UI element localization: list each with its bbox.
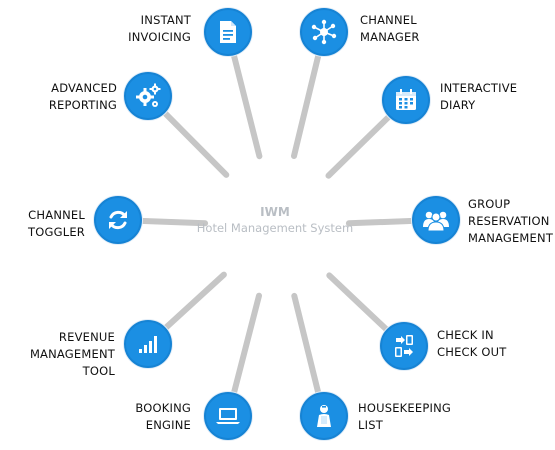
revenue-management-node xyxy=(124,320,172,368)
center-title: IWM xyxy=(260,205,290,219)
housekeeper-icon xyxy=(317,405,331,427)
center-subtitle: Hotel Management System xyxy=(196,221,354,235)
advanced-reporting-label: ADVANCED REPORTING xyxy=(48,81,117,112)
housekeeping-list-node xyxy=(300,392,348,440)
group-users-icon xyxy=(423,211,449,232)
calendar-icon xyxy=(396,89,416,110)
refresh-icon xyxy=(109,210,127,230)
check-in-out-node xyxy=(380,322,428,370)
booking-engine-label: BOOKING ENGINE xyxy=(135,401,191,432)
network-hub-icon xyxy=(311,19,337,45)
channel-manager-node xyxy=(300,8,348,56)
channel-manager-label: CHANNEL MANAGER xyxy=(360,13,420,44)
booking-engine-node xyxy=(204,392,252,440)
interactive-diary-label: INTERACTIVE DIARY xyxy=(440,81,518,112)
document-icon xyxy=(220,21,236,43)
group-reservation-label: GROUP RESERVATION MANAGEMENT xyxy=(468,197,554,245)
advanced-reporting-node xyxy=(124,72,172,120)
interactive-diary-node xyxy=(382,76,430,124)
check-in-out-label: CHECK IN CHECK OUT xyxy=(437,328,507,359)
housekeeping-list-label: HOUSEKEEPING LIST xyxy=(358,401,451,432)
channel-toggler-node xyxy=(94,196,142,244)
group-reservation-node xyxy=(412,196,460,244)
channel-toggler-label: CHANNEL TOGGLER xyxy=(28,208,85,239)
instant-invoicing-label: INSTANT INVOICING xyxy=(128,13,191,44)
instant-invoicing-node xyxy=(204,8,252,56)
revenue-management-label: REVENUE MANAGEMENT TOOL xyxy=(29,330,115,378)
center-label: IWM Hotel Management System xyxy=(175,204,375,236)
laptop-icon xyxy=(216,408,240,424)
gears-icon xyxy=(136,83,161,107)
bar-chart-icon xyxy=(139,336,157,353)
sign-in-out-icon xyxy=(395,335,413,357)
